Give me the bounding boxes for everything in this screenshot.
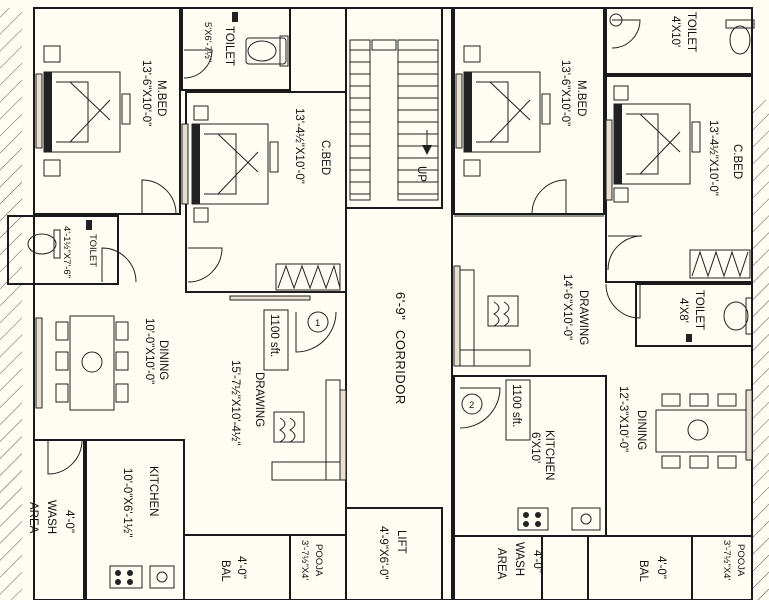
label-left-toilet2-size: 4'-1½"X7'-6"	[61, 226, 72, 278]
area-tag-right-box	[505, 379, 531, 441]
wardrobe-right	[689, 249, 751, 279]
label-left-kitchen-size: 10'-0"X6'-1½"	[121, 468, 133, 537]
wc-left-top	[232, 12, 289, 67]
label-right-kitchen-size: 6'X10'	[529, 432, 541, 463]
label-left-toilet2: TOILET	[87, 234, 98, 267]
label-left-toilet-size: 5'X6'-7½"	[202, 22, 213, 62]
label-right-cbed: C.BED	[731, 144, 743, 179]
label-right-toilet: TOILET	[685, 12, 697, 52]
label-right-drawing: DRAWING	[577, 290, 589, 345]
label-right-wash-area: AREA	[495, 548, 507, 580]
label-left-kitchen: KITCHEN	[147, 466, 159, 516]
wc-left-small	[27, 220, 92, 259]
site-hatch-right	[752, 100, 769, 600]
label-right-mbed: M.BED	[575, 80, 587, 116]
label-right-drawing-size: 14'-6"X10'-0"	[561, 274, 573, 340]
sofa-right	[459, 269, 531, 367]
label-left-wash: WASH	[45, 500, 57, 534]
label-right-bal-size: 4'-0"	[655, 556, 667, 579]
unit-1-number: 1	[315, 318, 320, 329]
windows	[35, 73, 753, 481]
label-right-toilet2-size: 4'X8'	[677, 298, 689, 323]
label-corridor-size: 6'-9"	[393, 292, 408, 320]
doors	[47, 19, 643, 475]
bed-right-master	[463, 45, 551, 177]
unit-2-number: 2	[469, 400, 474, 411]
label-right-toilet-size: 4'X10'	[669, 16, 681, 47]
label-left-wash-area: AREA	[27, 502, 39, 534]
label-right-toilet2: TOILET	[693, 290, 705, 330]
area-tag-right: 1100 sft.	[510, 384, 522, 427]
stair-treads	[350, 49, 438, 195]
label-corridor: CORRIDOR	[393, 330, 408, 405]
kitchen-right-counter	[517, 507, 601, 531]
unit-1-marker	[307, 311, 329, 333]
wardrobe-left	[275, 263, 341, 291]
label-left-wash-size: 4'-0"	[63, 510, 75, 533]
label-right-cbed-size: 13'-4½"X10'-0"	[707, 120, 719, 196]
dining-table-right	[655, 393, 747, 469]
label-left-dining: DINING	[157, 340, 169, 380]
label-left-toilet: TOILET	[223, 26, 235, 66]
area-tag-left-box	[263, 309, 289, 371]
label-right-mbed-size: 13'-6"X10'-0"	[559, 60, 571, 126]
label-right-pooja: POOJA	[735, 544, 746, 577]
label-left-bal-size: 4'-0"	[235, 556, 247, 579]
label-right-bal: BAL	[637, 560, 649, 582]
left-unit-walls	[7, 7, 347, 600]
unit-2-marker	[461, 393, 483, 415]
area-tag-left: 1100 sft.	[268, 314, 280, 357]
dining-table-left	[55, 315, 129, 411]
label-left-mbed: M.BED	[155, 80, 167, 116]
label-left-mbed-size: 13'-6"X10'-0"	[140, 60, 152, 126]
label-right-pooja-size: 3'-7½"X4'	[721, 540, 732, 580]
site-hatch-left	[0, 0, 22, 600]
label-left-drawing-size: 15'-7½"X10'-4½"	[229, 360, 241, 445]
bed-right-child	[613, 85, 701, 203]
label-right-wash-size: 4'-0"	[531, 550, 543, 573]
label-stair-up: UP	[415, 166, 427, 182]
label-lift: LIFT	[395, 530, 407, 554]
label-left-cbed-size: 13'-4½"X10'-0"	[293, 108, 305, 184]
wc-right-mid	[686, 297, 753, 342]
label-left-pooja-size: 3'-7½"X4'	[299, 540, 310, 580]
label-left-cbed: C.BED	[319, 140, 331, 175]
kitchen-left-counter	[109, 565, 175, 589]
label-right-dining: DINING	[635, 410, 647, 450]
label-left-drawing: DRAWING	[253, 372, 265, 427]
label-left-bal: BAL	[219, 560, 231, 582]
label-lift-size: 4'-9"X6'-0"	[377, 526, 389, 579]
bed-left-child	[191, 105, 279, 223]
label-right-dining-size: 12'-3"X10'-0"	[617, 386, 629, 452]
sofa-left	[271, 379, 341, 481]
label-left-dining-size: 10'-0"X10'-0"	[143, 318, 155, 384]
label-right-kitchen: KITCHEN	[543, 430, 555, 480]
bed-left-master	[43, 45, 131, 177]
label-right-wash: WASH	[513, 542, 525, 576]
staircase	[349, 39, 439, 201]
label-left-pooja: POOJA	[313, 544, 324, 577]
